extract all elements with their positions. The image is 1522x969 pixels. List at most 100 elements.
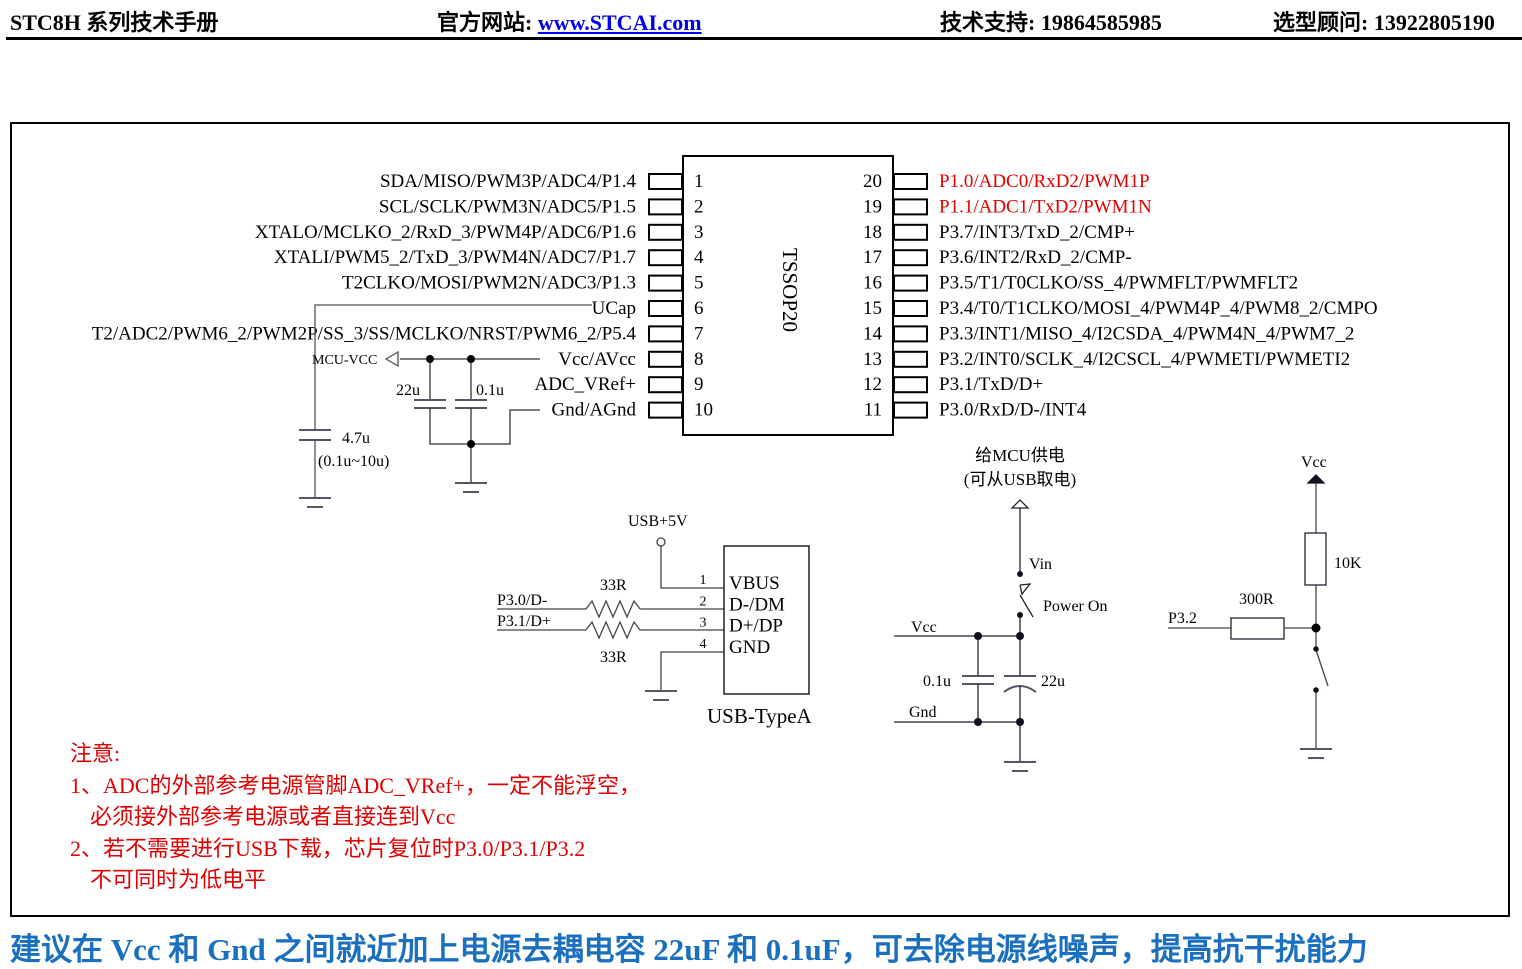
pin-number: 20 (863, 171, 882, 192)
chip-pin-6: 6 UCap (592, 298, 704, 319)
pin-label: SDA/MISO/PWM3P/ADC4/P1.4 (380, 171, 637, 192)
usb-pin-label: VBUS (729, 573, 780, 594)
pin-label: Vcc/AVcc (558, 349, 636, 370)
vcc-decoupling (384, 350, 540, 493)
pin-label: P3.3/INT1/MISO_4/I2CSDA_4/PWM4N_4/PWM7_2 (939, 323, 1354, 344)
pin-label: SCL/SCLK/PWM3N/ADC5/P1.5 (379, 196, 636, 217)
pin-pad (648, 376, 683, 394)
c01-value: 0.1u (476, 382, 504, 399)
chip-pin-7: 7 T2/ADC2/PWM6_2/PWM2P/SS_3/SS/MCLKO/NRST… (92, 323, 704, 344)
pin-pad (648, 274, 683, 292)
chip-pin-12: 12 P3.1/TxD/D+ (863, 374, 1043, 395)
pin-pad (893, 300, 928, 317)
pin-label: T2/ADC2/PWM6_2/PWM2P/SS_3/SS/MCLKO/NRST/… (92, 323, 637, 344)
ucap-wire (314, 304, 592, 430)
junction-dot (974, 632, 982, 640)
pin-label: P3.5/T1/T0CLKO/SS_4/PWMFLT/PWMFLT2 (939, 273, 1298, 294)
pin-pad (648, 325, 683, 343)
power-arrow-icon (1010, 499, 1030, 509)
usb-pin-number: 4 (700, 637, 707, 652)
pin-number: 2 (694, 196, 704, 217)
reset-button-lever (1315, 649, 1329, 687)
reset-circuit (1168, 474, 1332, 759)
usb-gnd-wire (660, 651, 724, 690)
power-subtitle: (可从USB取电) (964, 470, 1076, 489)
pullup-value: 10K (1334, 555, 1362, 572)
pin-pad (648, 223, 683, 241)
pin-number: 12 (863, 374, 882, 395)
usb-dminus-label: P3.0/D- (497, 592, 547, 609)
header-rule (6, 37, 1522, 40)
junction-dot (467, 355, 475, 363)
pin-pad (893, 325, 928, 343)
pin-number: 6 (694, 298, 704, 319)
button-contact-dot (1313, 687, 1319, 693)
gnd-wire (429, 408, 540, 445)
power-vcc-label: Vcc (911, 619, 937, 636)
pin-number: 14 (863, 323, 883, 344)
usb-pin-number: 3 (700, 616, 707, 631)
pin-pad (648, 173, 683, 190)
pin-number: 10 (694, 400, 713, 421)
usb-dplus-label: P3.1/D+ (497, 613, 551, 630)
ucap-circuit (299, 304, 592, 508)
pin-label: P3.2/INT0/SCLK_4/I2CSCL_4/PWMETI/PWMETI2 (939, 349, 1350, 370)
pin-pad (648, 198, 683, 216)
pin-number: 5 (694, 273, 704, 294)
pin-number: 19 (863, 196, 882, 217)
resistor-10k (1304, 532, 1327, 586)
junction-dot (467, 440, 475, 448)
notes: 注意: 1、ADC的外部参考电源管脚ADC_VRef+，一定不能浮空， 必须接外… (70, 738, 641, 896)
pin-number: 17 (863, 247, 882, 268)
pin-number: 7 (694, 323, 704, 344)
power-switch-arrow-icon (1019, 583, 1032, 596)
power-c01-value: 0.1u (923, 673, 951, 690)
reset-vcc-label: Vcc (1301, 454, 1327, 471)
pin-number: 3 (694, 222, 704, 243)
chip-pin-20: 20 P1.0/ADC0/RxD2/PWM1P (863, 171, 1150, 192)
junction-dot (974, 718, 982, 726)
power-gnd-label: Gnd (909, 704, 937, 721)
usb-circuit (497, 537, 810, 701)
usb-pin-label: D-/DM (729, 594, 785, 615)
pin-pad (648, 249, 683, 267)
resistor-33r-top (585, 599, 641, 619)
mcu-vcc-label: MCU-VCC (312, 353, 377, 368)
support-phone: 技术支持: 19864585985 (940, 10, 1162, 35)
usb-pin-label: GND (729, 637, 770, 658)
power-c22-value: 22u (1041, 673, 1065, 690)
pin-pad (893, 173, 928, 190)
resistor-top-value: 33R (600, 577, 627, 594)
pin-number: 11 (864, 400, 882, 421)
pin-number: 4 (694, 247, 704, 268)
p32-label: P3.2 (1168, 610, 1197, 627)
pin-pad (648, 300, 683, 317)
sales-phone: 选型顾问: 13922805190 (1273, 10, 1495, 35)
pin-label: P3.1/TxD/D+ (939, 374, 1043, 395)
usb-pin-number: 2 (700, 594, 707, 609)
c22-value: 22u (396, 382, 420, 399)
chip-pin-10: 10 Gnd/AGnd (552, 400, 713, 421)
pin-label: UCap (592, 298, 636, 319)
notes-title: 注意: (70, 741, 121, 766)
chip-pin-14: 14 P3.3/INT1/MISO_4/I2CSDA_4/PWM4N_4/PWM7… (863, 323, 1354, 344)
pin-label: Gnd/AGnd (552, 400, 637, 421)
chip-pin-2: 2 SCL/SCLK/PWM3N/ADC5/P1.5 (379, 196, 704, 217)
pin-pad (893, 401, 928, 419)
pin-number: 15 (863, 298, 882, 319)
pin-label: XTALO/MCLKO_2/RxD_3/PWM4P/ADC6/P1.6 (255, 222, 636, 243)
pin-number: 13 (863, 349, 882, 370)
website-link[interactable]: www.STCAI.com (537, 10, 702, 35)
power-title: 给MCU供电 (975, 446, 1065, 465)
website-label: 官方网站: (437, 10, 538, 35)
pin-number: 9 (694, 374, 704, 395)
pin-label: P1.0/ADC0/RxD2/PWM1P (939, 171, 1150, 192)
pin-label: ADC_VRef+ (535, 374, 637, 395)
